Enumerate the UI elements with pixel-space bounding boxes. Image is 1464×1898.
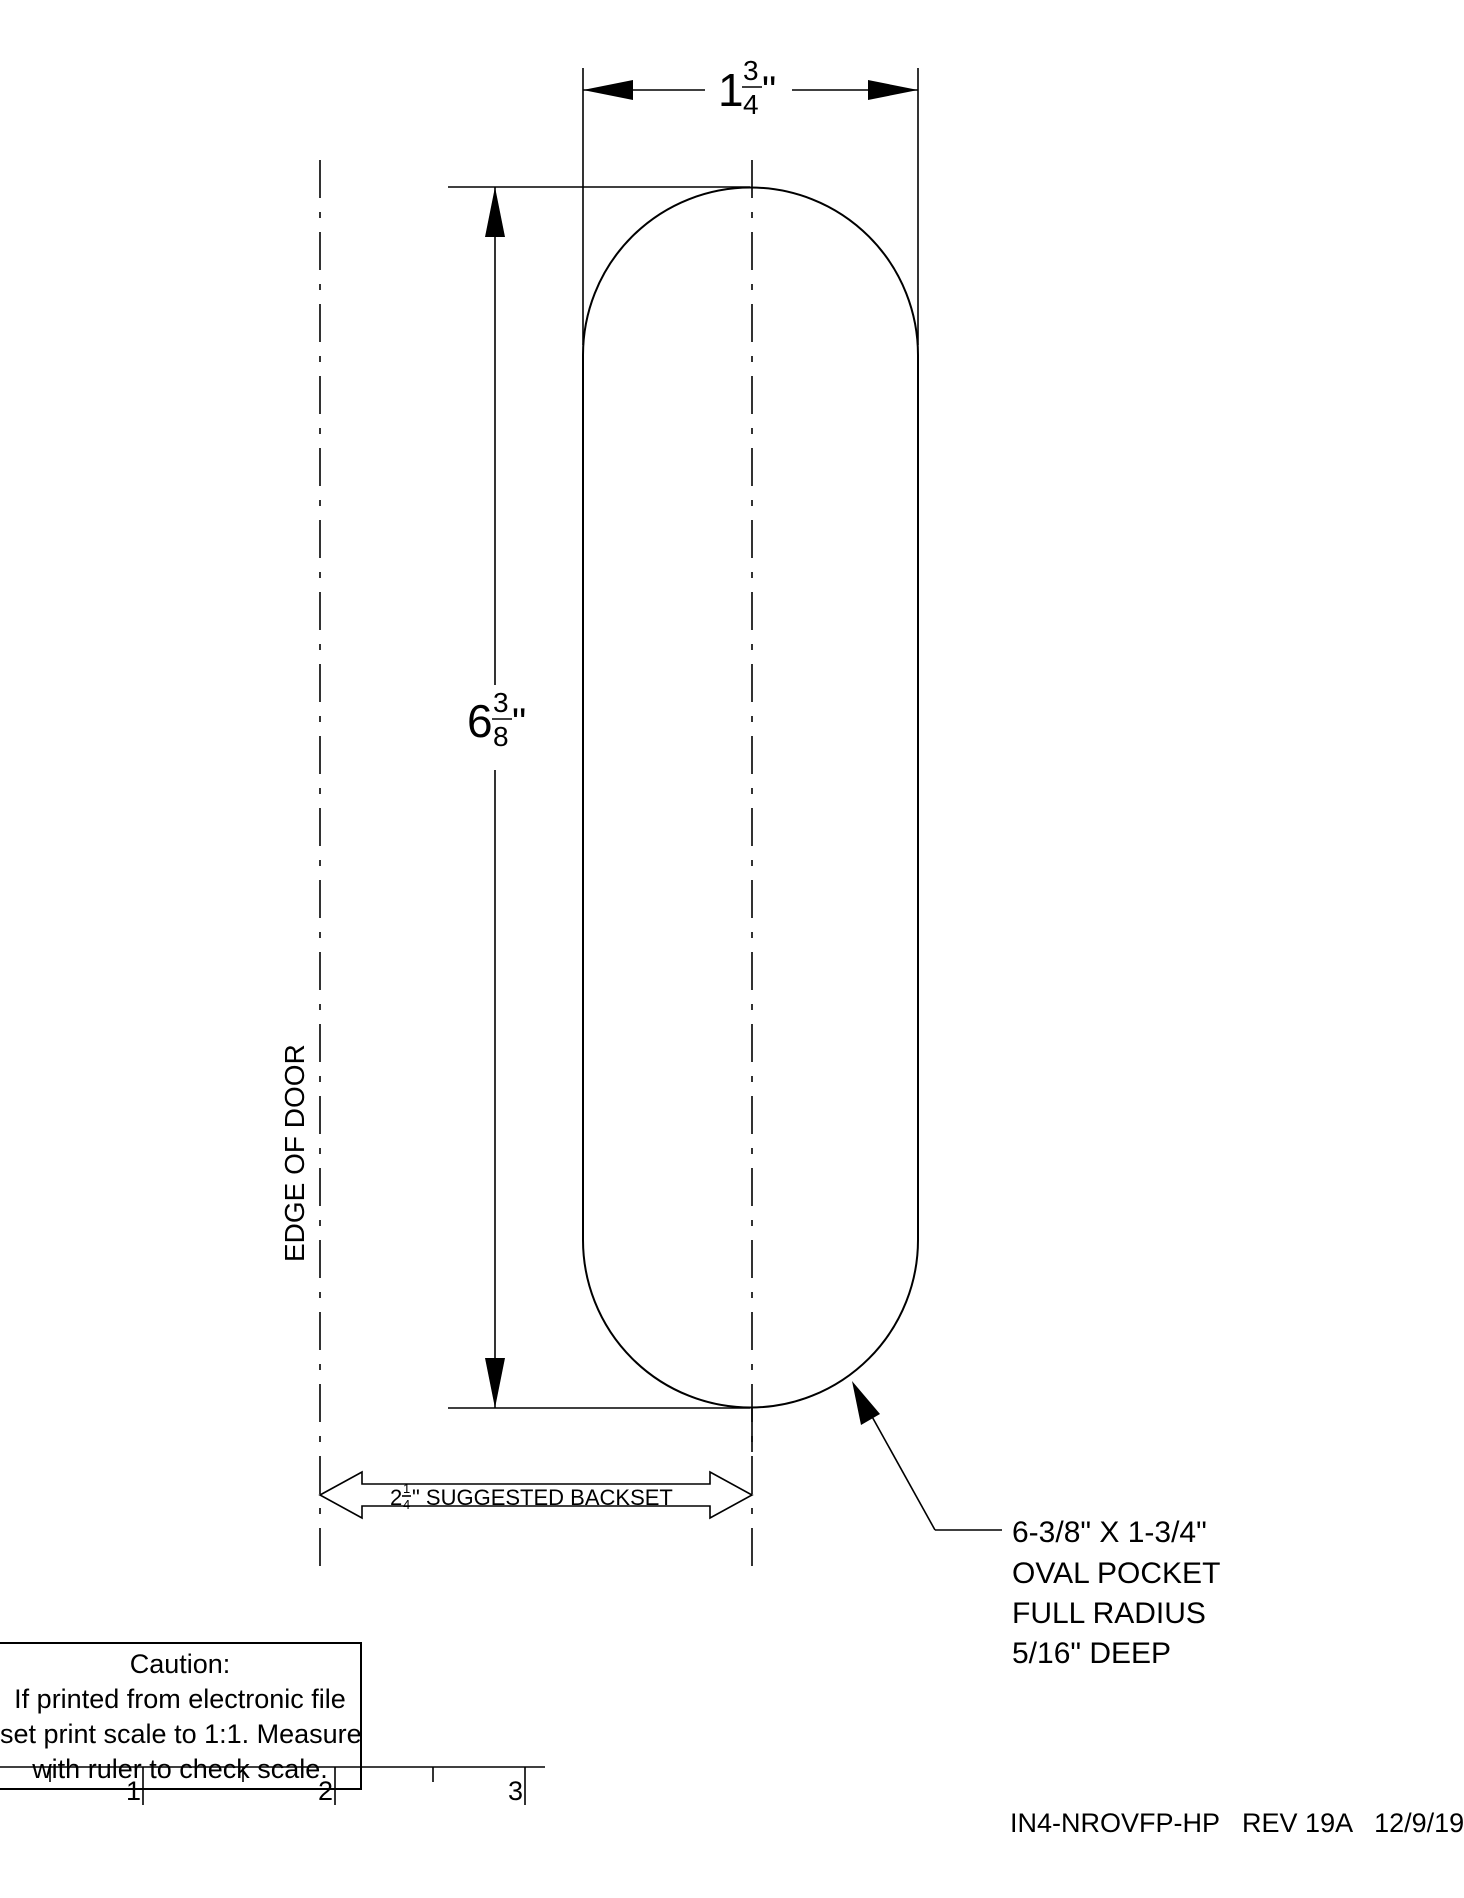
width-whole: 1 (718, 64, 744, 116)
callout-line-1: 6-3/8" X 1-3/4" (1012, 1516, 1207, 1549)
ruler-label-3: 3 (508, 1776, 523, 1806)
backset-dimension: 2 1 4 " SUGGESTED BACKSET (318, 1470, 754, 1520)
backset-numerator: 1 (403, 1481, 410, 1496)
caution-title: Caution: (129, 1649, 231, 1679)
callout-line-3: FULL RADIUS (1012, 1597, 1206, 1630)
caution-line-1: If printed from electronic file (14, 1684, 346, 1714)
title-block: IN4-NROVFP-HP REV 19A 12/9/19 (1010, 1808, 1464, 1838)
height-whole: 6 (467, 695, 493, 747)
width-denominator: 4 (743, 89, 759, 120)
callout-line-2: OVAL POCKET (1012, 1557, 1220, 1590)
caution-line-3: with ruler to check scale. (32, 1754, 328, 1784)
backset-denominator: 4 (403, 1497, 410, 1512)
height-dimension: 6 3 8 " (448, 186, 750, 1409)
template-drawing: 1 3 4 " 6 3 8 " EDGE OF DOOR 2 1 4 " SUG… (0, 55, 1220, 1806)
width-numerator: 3 (743, 55, 759, 86)
height-inch-mark: " (512, 701, 526, 745)
caution-line-2: set print scale to 1:1. Measure (0, 1719, 362, 1749)
caution-box: Caution: If printed from electronic file… (0, 1642, 362, 1790)
width-arrow-right (868, 80, 918, 100)
width-arrow-left (583, 80, 633, 100)
height-numerator: 3 (493, 687, 509, 718)
height-arrow-bottom (485, 1358, 505, 1408)
width-inch-mark: " (762, 69, 776, 113)
oval-pocket-outline (582, 186, 919, 1409)
callout-arrow (852, 1381, 880, 1425)
ruler-label-1: 1 (126, 1776, 141, 1806)
width-dimension: 1 3 4 " (582, 55, 919, 345)
backset-double-arrow (318, 1470, 754, 1520)
backset-label: " SUGGESTED BACKSET (412, 1485, 673, 1510)
backset-whole: 2 (390, 1485, 402, 1510)
scale-ruler: 1 2 3 (0, 1766, 545, 1806)
ruler-label-2: 2 (318, 1776, 333, 1806)
height-denominator: 8 (493, 721, 509, 752)
pocket-callout: 6-3/8" X 1-3/4" OVAL POCKET FULL RADIUS … (852, 1381, 1220, 1670)
callout-line-4: 5/16" DEEP (1012, 1637, 1171, 1670)
edge-of-door-label: EDGE OF DOOR (279, 1044, 310, 1262)
height-arrow-top (485, 187, 505, 237)
